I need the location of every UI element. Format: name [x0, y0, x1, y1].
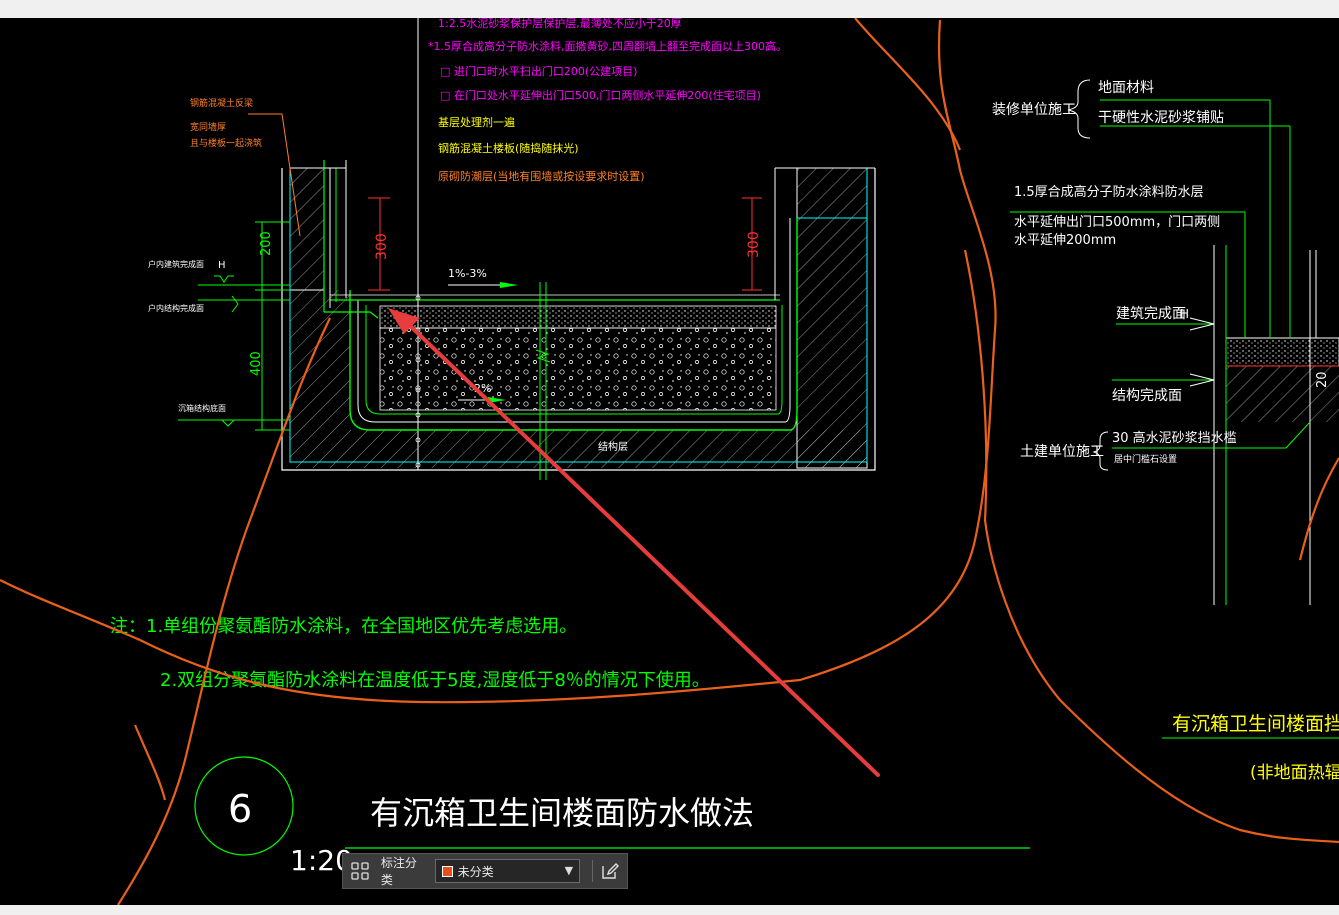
- left-labels: 户内建筑完成面 户内结构完成面 沉箱结构底面 H: [148, 259, 226, 413]
- label-finished: 户内建筑完成面: [148, 259, 204, 269]
- title-circle: [194, 756, 294, 856]
- right-subtitle: (非地面热辐: [1250, 763, 1339, 783]
- cad-canvas[interactable]: 1:2.5水泥砂浆保护层保护层,最薄处不应小于20厚 *1.5厚合成高分子防水涂…: [0, 18, 1339, 905]
- grid-icon[interactable]: [343, 854, 377, 888]
- label-h: H: [218, 260, 226, 271]
- left-notes: 钢筋混凝土反梁 宽同墙厚 且与楼板一起浇筑: [190, 97, 262, 149]
- red-arrow: [388, 308, 880, 777]
- top-note-3: □ 进门口时水平扫出门口200(公建项目): [440, 64, 637, 78]
- toolbar-divider: [592, 860, 594, 882]
- right-detail-text: 装修单位施工 地面材料 干硬性水泥砂浆铺贴 1.5厚合成高分子防水涂料防水层 水…: [992, 80, 1339, 783]
- arch-finish-h: H: [1180, 307, 1189, 321]
- category-color-swatch: [441, 865, 453, 877]
- top-note-2: *1.5厚合成高分子防水涂料,面撒黄砂,四周翻墙上翻至完成面以上300高。: [428, 39, 787, 53]
- category-select[interactable]: 未分类 ▼: [434, 859, 581, 883]
- curb: 30 高水泥砂浆挡水槛: [1112, 430, 1237, 446]
- left-note-1: 钢筋混凝土反梁: [190, 97, 253, 109]
- top-note-6: 钢筋混凝土楼板(随捣随抹光): [438, 141, 579, 155]
- right-title: 有沉箱卫生间楼面挡水: [1172, 713, 1339, 735]
- bottom-strip: [0, 905, 1339, 915]
- dry-mortar: 干硬性水泥砂浆铺贴: [1098, 110, 1224, 126]
- annotation-toolbar: 标注分类 未分类 ▼: [342, 853, 628, 889]
- title-number: 6: [228, 787, 252, 831]
- slope-label-1: 1%-3%: [448, 267, 487, 280]
- section-drawing: [178, 18, 876, 480]
- curb-note: 居中门槛石设置: [1114, 453, 1177, 465]
- left-note-2: 宽同墙厚: [190, 121, 226, 133]
- note-1: 注：1.单组份聚氨酯防水涂料，在全国地区优先考虑选用。: [110, 616, 577, 637]
- structure-layer-label: 结构层: [598, 440, 628, 453]
- top-notes: 1:2.5水泥砂浆保护层保护层,最薄处不应小于20厚 *1.5厚合成高分子防水涂…: [428, 18, 787, 183]
- dim-300-left: 300: [374, 233, 390, 260]
- top-note-1: 1:2.5水泥砂浆保护层保护层,最薄处不应小于20厚: [438, 18, 682, 30]
- membrane: 1.5厚合成高分子防水涂料防水层: [1014, 184, 1204, 200]
- dim-200: 200: [259, 231, 274, 256]
- orange-markup: [0, 18, 1339, 905]
- note-2: 2.双组分聚氨酯防水涂料在温度低于5度,湿度低于8％的情况下使用。: [160, 670, 710, 691]
- top-note-4: □ 在门口处水平延伸出门口500,门口两侧水平延伸200(住宅项目): [440, 88, 761, 102]
- title-name: 有沉箱卫生间楼面防水做法: [370, 794, 754, 832]
- dim-400: 400: [249, 351, 264, 376]
- edit-icon[interactable]: [593, 854, 627, 888]
- civil-unit: 土建单位施工: [1020, 444, 1104, 460]
- arch-finish: 建筑完成面: [1116, 306, 1186, 322]
- left-note-3: 且与楼板一起浇筑: [190, 137, 262, 149]
- floor-material: 地面材料: [1098, 80, 1154, 96]
- label-sink: 沉箱结构底面: [178, 403, 226, 413]
- dim-300-right: 300: [746, 231, 762, 258]
- decoration-unit: 装修单位施工: [992, 102, 1076, 118]
- top-note-5: 基层处理剂一遍: [438, 115, 515, 129]
- extend-2: 水平延伸200mm: [1014, 233, 1116, 248]
- category-label: 标注分类: [380, 856, 417, 887]
- chevron-down-icon: ▼: [564, 864, 574, 877]
- category-selected-value: 未分类: [457, 864, 494, 879]
- extend-1: 水平延伸出门口500mm，门口两侧: [1014, 215, 1220, 230]
- label-structure: 户内结构完成面: [148, 303, 204, 313]
- top-strip: [0, 0, 1339, 18]
- top-note-7: 原砌防潮层(当地有围墙或按设要求时设置): [438, 169, 645, 183]
- struct-finish: 结构完成面: [1112, 388, 1182, 404]
- dim-20: 20: [1315, 371, 1330, 388]
- right-detail: [1010, 79, 1339, 739]
